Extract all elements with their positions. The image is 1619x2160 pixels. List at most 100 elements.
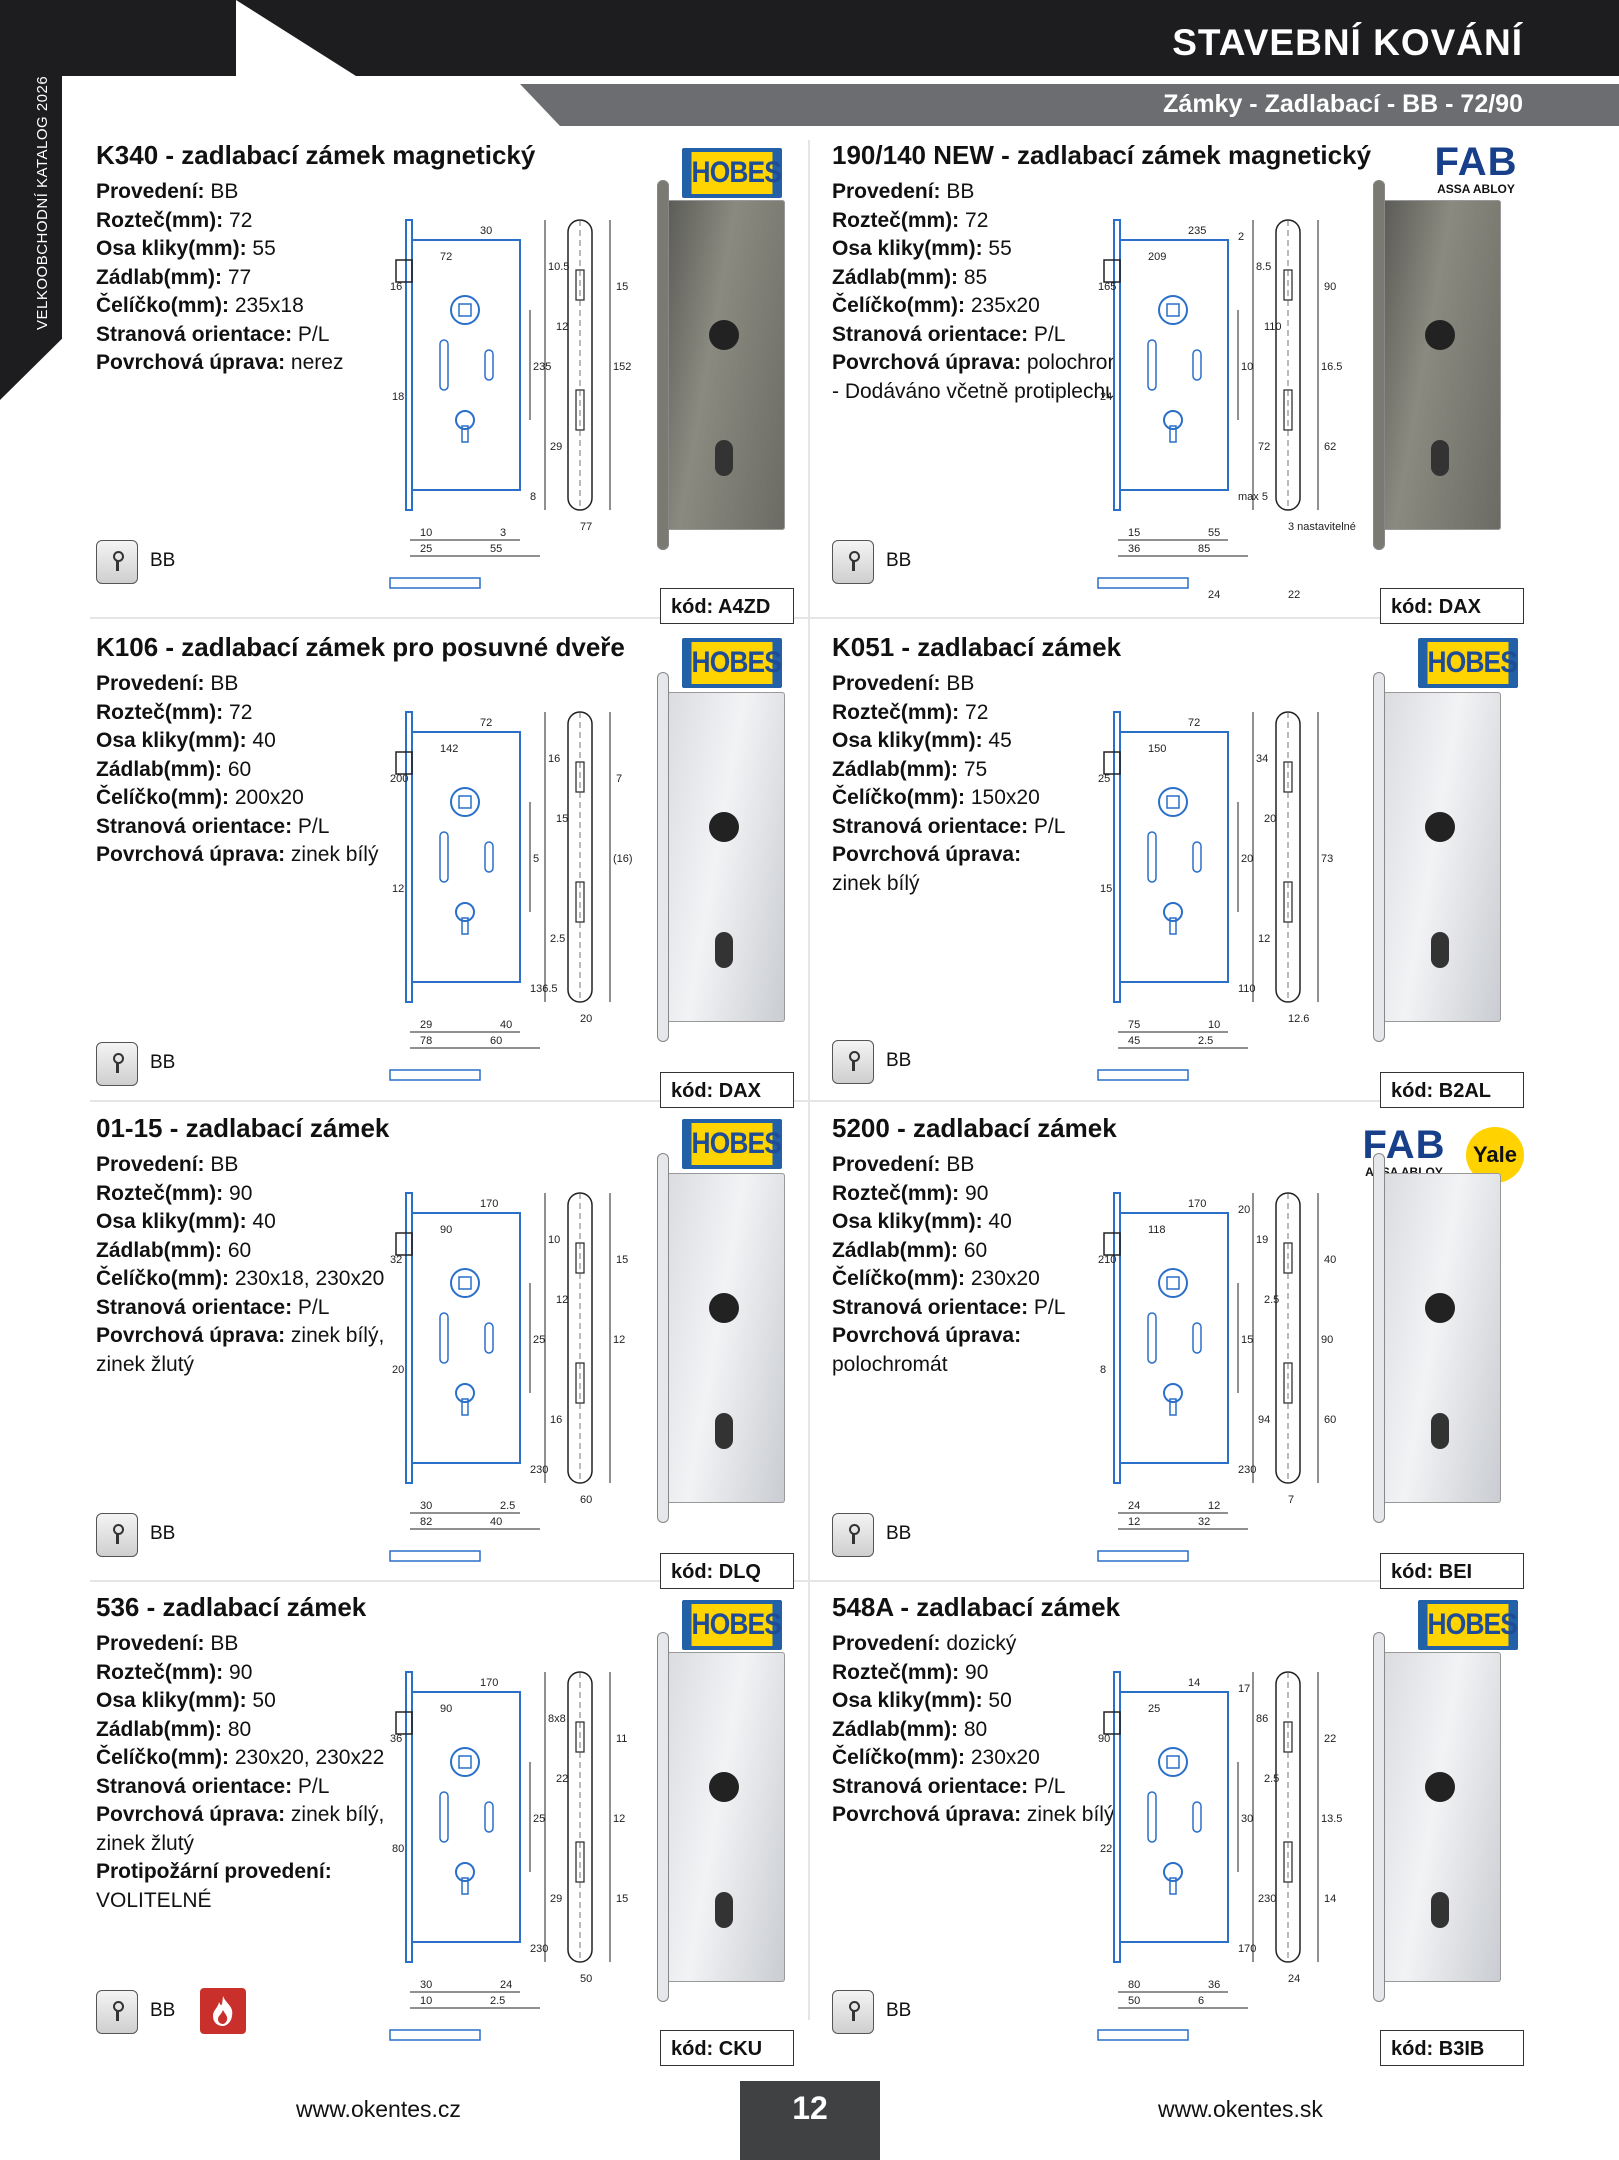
spec-value: 72 [229,700,253,724]
photo-faceplate [657,672,669,1042]
drawing-key-hole [1163,902,1183,922]
spec-value: zinek bílý [290,843,379,866]
product-code: kód: B3IB [1380,2030,1524,2066]
dimension-label: 12 [613,1813,625,1825]
spec-label: Čelíčko(mm): [832,294,966,317]
photo-faceplate [1373,1153,1385,1523]
dimension-label: 150 [1148,743,1166,755]
spec-row: Rozteč(mm): 90 [96,1659,384,1688]
dimension-label: 19 [1256,1234,1268,1246]
drawing-faceplate [405,1671,413,1963]
drawing-slot [484,841,494,873]
spec-value-continued: zinek bílý [832,871,920,895]
drawing-key-hole [455,1862,475,1882]
drawing-bolt [1097,577,1189,589]
key-icon [96,1990,138,2034]
drawing-bolt [1097,1550,1189,1562]
spec-value: BB [210,1153,239,1176]
drawing-bolt [1097,2029,1189,2041]
dimension-label: 110 [1264,321,1282,333]
spec-value: 235x20 [970,294,1040,317]
dimension-label: 45 [1128,1035,1140,1047]
dimension-label: 15 [1128,527,1140,539]
dimension-label: 11 [616,1733,627,1745]
spec-row: Zádlab(mm): 85 [832,264,1142,293]
drawing-latch [395,259,413,283]
drawing-lock-body [1117,1212,1229,1464]
drawing-latch [1103,1232,1121,1256]
spec-value-continued: polochromát [832,1352,948,1376]
spec-value: dozický [946,1632,1017,1655]
spec-label: Protipožární provedení: [96,1860,332,1883]
lock-product-photo [1373,1153,1501,1523]
drawing-key-hole [1163,410,1183,430]
spec-label: Provedení: [96,672,205,695]
spec-row: Provedení: BB [832,670,1065,699]
dimension-label: 29 [550,1893,562,1905]
spec-value-continued: zinek žlutý [96,1831,195,1855]
lock-product-photo [1373,180,1501,550]
spec-value: BB [210,672,239,695]
spec-label: Osa kliky(mm): [96,1210,247,1233]
dimension-label: 60 [1324,1414,1336,1426]
spec-row: Zádlab(mm): 75 [832,756,1065,785]
spec-value: 72 [229,208,253,232]
spec-value: 55 [988,237,1012,260]
spec-label: Stranová orientace: [96,1774,293,1798]
lock-product-photo [657,1632,785,2002]
dimension-label: 36 [1208,1979,1220,1991]
dimension-label: 30 [480,225,492,237]
drawing-key-hole [455,1383,475,1403]
spec-row: Povrchová úprava: zinek bílý, [96,1322,384,1351]
spec-value-continued: zinek žlutý [96,1352,195,1376]
photo-key-hole [1431,1413,1449,1449]
drawing-spindle-hole [450,1747,480,1777]
dimension-label: 72 [1258,441,1270,453]
spec-value: 90 [965,1181,989,1205]
spec-row: Provedení: dozický [832,1630,1114,1659]
spec-row: Osa kliky(mm): 55 [96,235,343,264]
spec-row: Povrchová úprava: nerez [96,349,343,378]
drawing-spindle-square [458,1755,472,1769]
drawing-key-slot [461,425,469,443]
fire-icon [200,1988,246,2034]
footer-url-sk[interactable]: www.okentes.sk [1158,2096,1323,2122]
dimension-label: 170 [1188,1198,1206,1210]
dimension-label: 200 [390,773,408,785]
dimension-label: 8.5 [1256,261,1271,273]
drawing-spindle-square [458,795,472,809]
fab-logo-text: FAB [1362,1123,1446,1167]
spec-row: Povrchová úprava: zinek bílý [96,841,378,870]
product-title: 5200 - zadlabací zámek [832,1113,1117,1143]
footer-url-cz[interactable]: www.okentes.cz [296,2096,461,2122]
spec-row: Provedení: BB [96,1151,384,1180]
drawing-spindle-hole [1158,1747,1188,1777]
drawing-slot [439,1312,449,1364]
drawing-lock-body [1117,1691,1229,1943]
spec-value: 60 [963,1238,988,1262]
spec-value: 72 [965,208,989,232]
lock-product-photo [1373,672,1501,1042]
drawing-key-hole [455,902,475,922]
drawing-key-slot [1169,1877,1177,1895]
spec-value: P/L [1033,1774,1066,1798]
bb-label: BB [150,1523,176,1544]
spec-label: Rozteč(mm): [832,700,960,724]
spec-label: Povrchová úprava: [96,1803,286,1826]
photo-spindle-hole [1425,320,1455,350]
dimension-label: 90 [1324,281,1336,293]
hobes-logo-text: HOBES [691,152,782,194]
dimension-label: 12 [1208,1500,1220,1512]
drawing-key-slot [461,917,469,935]
spec-value: 60 [227,757,252,781]
dimension-label: 72 [440,251,452,263]
product-code: kód: CKU [660,2030,794,2066]
dimension-label: 24 [1208,589,1220,600]
spec-label: Rozteč(mm): [832,208,960,232]
spec-label: Osa kliky(mm): [96,237,247,260]
spec-label: Povrchová úprava: [96,843,286,866]
